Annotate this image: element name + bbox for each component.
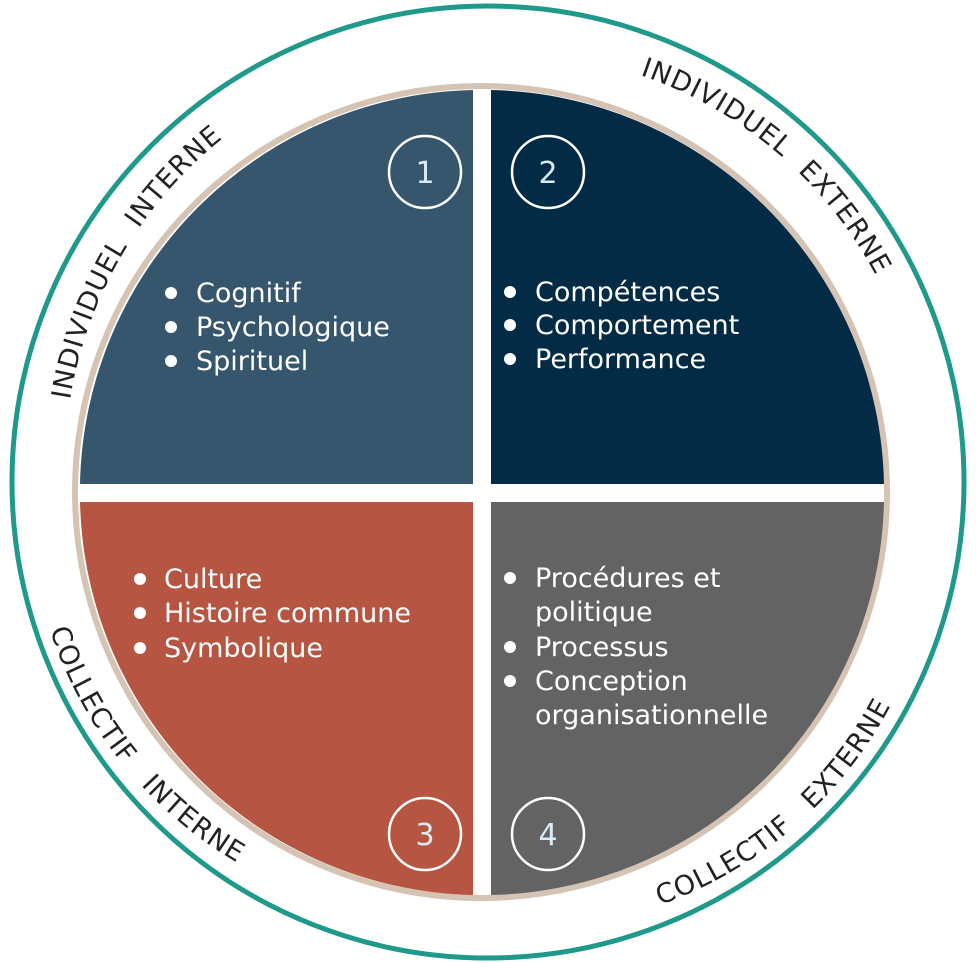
bullet-dot: [134, 573, 146, 585]
bullet-dot: [504, 353, 516, 365]
list-item: Processus: [535, 632, 669, 663]
badge-number: 1: [415, 156, 434, 191]
bullet-dot: [504, 286, 516, 298]
bullet-dot: [504, 641, 516, 653]
list-item: Symbolique: [164, 633, 323, 664]
list-item: Spirituel: [196, 346, 308, 377]
list-item: Procédures et: [535, 563, 721, 594]
badge-number: 4: [538, 818, 557, 853]
quadrant-4-list: Procédures et politique Processus Concep…: [504, 563, 768, 731]
list-item: Conception: [535, 666, 688, 697]
list-item: Psychologique: [196, 312, 390, 343]
quadrant-1-list: Cognitif Psychologique Spirituel: [165, 278, 390, 377]
bullet-dot: [165, 355, 177, 367]
quadrant-1: [80, 90, 473, 484]
badge-4: 4: [510, 796, 586, 872]
list-item-continuation: organisationnelle: [535, 700, 768, 731]
list-item: Compétences: [535, 277, 720, 308]
list-item: Performance: [535, 344, 706, 375]
bullet-dot: [504, 572, 516, 584]
bullet-dot: [165, 287, 177, 299]
bullet-dot: [504, 675, 516, 687]
bullet-dot: [134, 607, 146, 619]
badge-3: 3: [387, 796, 463, 872]
quadrant-3: [80, 502, 473, 895]
badge-number: 2: [538, 156, 557, 191]
bullet-dot: [504, 319, 516, 331]
quadrant-2: [491, 90, 884, 484]
list-item: Cognitif: [196, 278, 302, 309]
badge-number: 3: [415, 818, 434, 853]
bullet-dot: [134, 642, 146, 654]
quadrant-2-list: Compétences Comportement Performance: [504, 277, 739, 375]
quadrant-4: [491, 502, 884, 895]
list-item: Comportement: [535, 310, 739, 341]
quadrant-3-list: Culture Histoire commune Symbolique: [134, 564, 411, 664]
list-item: Histoire commune: [164, 598, 411, 629]
bullet-dot: [165, 321, 177, 333]
badge-2: 2: [510, 134, 586, 210]
list-item: Culture: [164, 564, 262, 595]
list-item-continuation: politique: [535, 597, 653, 628]
badge-1: 1: [387, 134, 463, 210]
